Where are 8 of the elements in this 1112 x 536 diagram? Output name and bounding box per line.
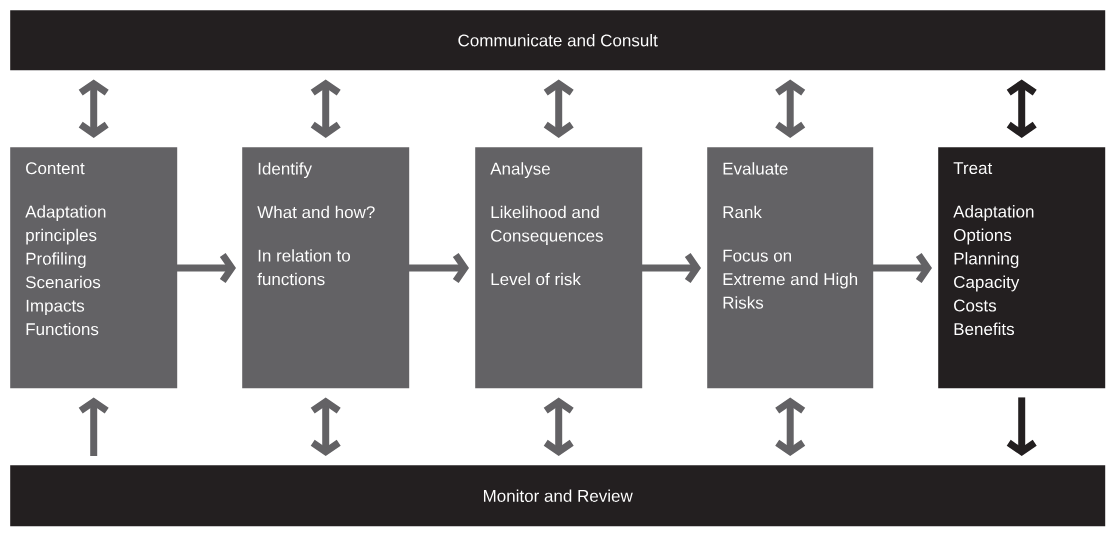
arrow bbox=[408, 253, 469, 283]
banner-bar: Monitor and Review bbox=[10, 465, 1106, 527]
process-box: Identify What and how? In relation to functions bbox=[242, 147, 410, 389]
process-box: Evaluate Rank Focus on Extreme and High Risks bbox=[707, 147, 874, 389]
process-box: Content Adaptation principles Profiling Scenarios Impacts Functions bbox=[10, 147, 178, 389]
process-box: Treat Adaptation Options Planning Capacity Costs Benefits bbox=[938, 147, 1106, 389]
banner-bar: Communicate and Consult bbox=[10, 10, 1106, 71]
process-box: Analyse Likelihood and Consequences Level of risk bbox=[475, 147, 643, 389]
